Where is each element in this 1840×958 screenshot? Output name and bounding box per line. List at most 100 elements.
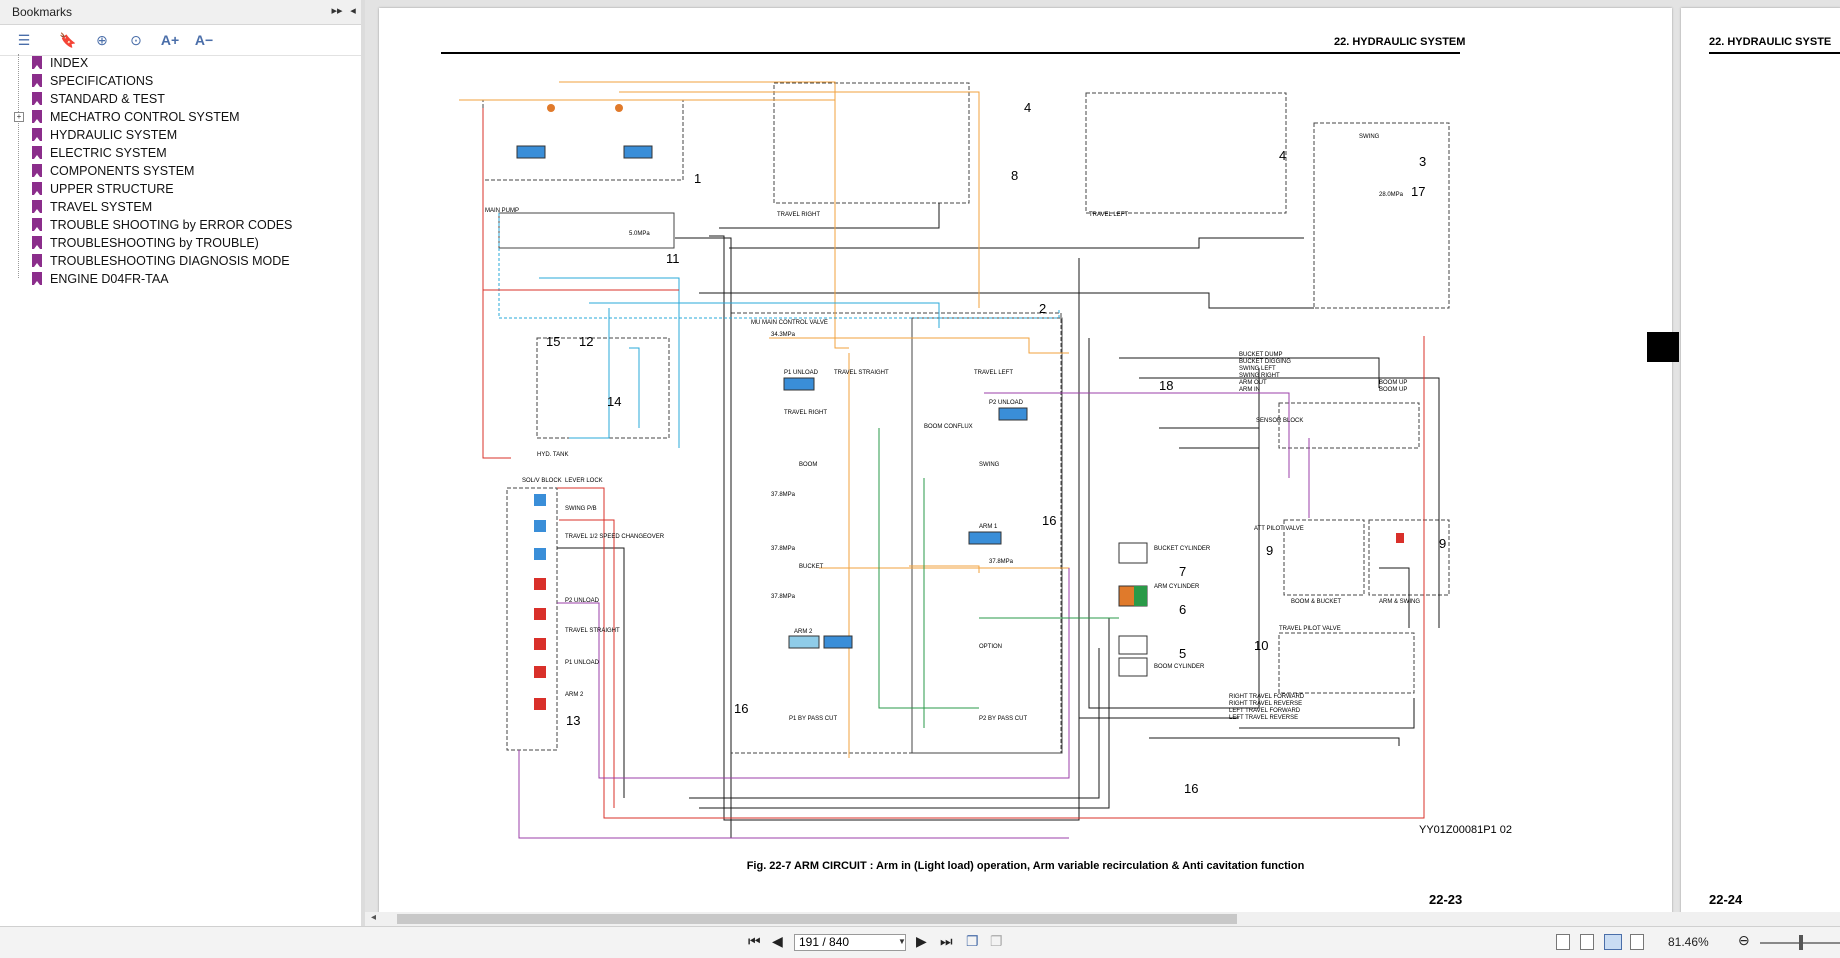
bookmark-icon[interactable]: 🔖 <box>59 32 77 48</box>
bookmarks-header: Bookmarks ▸▸ ◂ <box>0 0 361 25</box>
bookmark-item-diagnosis[interactable]: TROUBLESHOOTING DIAGNOSIS MODE <box>0 252 360 270</box>
bookmark-label: TRAVEL SYSTEM <box>50 200 153 214</box>
bookmark-item-error-codes[interactable]: TROUBLE SHOOTING by ERROR CODES <box>0 216 360 234</box>
continuous-facing-view-icon[interactable] <box>1630 934 1644 950</box>
sol-blue-1 <box>534 494 546 506</box>
callout-9a: 9 <box>1266 543 1273 558</box>
paste-page-icon[interactable]: ❐ <box>990 933 1003 949</box>
next-page-icon[interactable]: ▶ <box>916 933 927 949</box>
label-boom-v: BOOM <box>799 462 817 468</box>
arm2-spool <box>823 635 853 649</box>
find-bookmark-icon[interactable]: ⊙ <box>130 32 142 48</box>
bookmark-item-standard-test[interactable]: STANDARD & TEST <box>0 90 360 108</box>
expand-icon[interactable]: + <box>14 112 24 122</box>
page-dropdown-icon[interactable]: ▼ <box>898 937 906 946</box>
label-travel-lr: LEFT TRAVEL REVERSE <box>1229 715 1298 721</box>
last-page-icon[interactable]: ⏭ <box>940 933 953 949</box>
bookmark-item-components[interactable]: COMPONENTS SYSTEM <box>0 162 360 180</box>
label-pressure-6: 28.0MPa <box>1379 192 1404 198</box>
callout-13: 13 <box>566 713 580 728</box>
bookmark-label: HYDRAULIC SYSTEM <box>50 128 178 142</box>
label-boom-cyl: BOOM CYLINDER <box>1154 664 1205 670</box>
sol-red-1 <box>534 578 546 590</box>
decrease-text-icon[interactable]: A− <box>194 32 214 48</box>
label-att-pilot: ATT PILOT VALVE <box>1254 526 1304 532</box>
green-line-2 <box>878 428 979 709</box>
callout-15: 15 <box>546 334 560 349</box>
header-rule <box>441 52 1460 54</box>
increase-text-icon[interactable]: A+ <box>160 32 180 48</box>
bookmark-icon <box>32 110 42 123</box>
expand-panel-icon[interactable]: ▸▸ <box>331 5 343 17</box>
facing-view-icon[interactable] <box>1604 934 1622 950</box>
orange-line-4 <box>769 337 1069 354</box>
red-line-3 <box>557 487 1425 819</box>
main-pump-box <box>482 99 684 181</box>
arm2-spool-b <box>788 635 820 649</box>
add-bookmark-icon[interactable]: ⊕ <box>96 32 108 48</box>
swing-box <box>1313 122 1450 309</box>
status-bar: ⏮ ◀ ▼ ▶ ⏭ ❐ ❐ 81.46% ⊖ <box>0 926 1840 958</box>
callout-14: 14 <box>607 394 621 409</box>
bookmark-label: STANDARD & TEST <box>50 92 165 106</box>
bookmark-label: MECHATRO CONTROL SYSTEM <box>50 110 240 124</box>
callout-4a: 4 <box>1024 100 1031 115</box>
bookmark-item-electric[interactable]: ELECTRIC SYSTEM <box>0 144 360 162</box>
sol-blue-3 <box>534 548 546 560</box>
cyan-line-2 <box>539 277 680 448</box>
first-page-icon[interactable]: ⏮ <box>748 933 761 949</box>
bookmark-item-specifications[interactable]: SPECIFICATIONS <box>0 72 360 90</box>
cyan-line-4 <box>589 302 940 328</box>
orange-line-6 <box>819 567 1070 598</box>
label-travel-left-v: TRAVEL LEFT <box>974 370 1013 376</box>
zoom-slider-thumb[interactable] <box>1799 935 1803 950</box>
bookmark-item-upper-structure[interactable]: UPPER STRUCTURE <box>0 180 360 198</box>
label-pilot-bucket-dump: BUCKET DUMP <box>1239 352 1283 358</box>
options-icon[interactable]: ☰ <box>17 32 31 48</box>
label-boom-conflux: BOOM CONFLUX <box>924 424 973 430</box>
bookmark-item-engine[interactable]: ENGINE D04FR-TAA <box>0 270 360 288</box>
main-pump-spool-r <box>623 145 653 159</box>
collapse-panel-icon[interactable]: ◂ <box>350 5 356 17</box>
callout-16b: 16 <box>1042 513 1056 528</box>
arm-cylinder-green <box>1134 586 1147 606</box>
zoom-out-icon[interactable]: ⊖ <box>1738 932 1750 948</box>
bookmark-item-hydraulic[interactable]: HYDRAULIC SYSTEM <box>0 126 360 144</box>
horizontal-scrollbar[interactable]: ◂ <box>365 912 1840 926</box>
sol-red-4 <box>534 666 546 678</box>
travel-left-box <box>1085 92 1287 214</box>
page-number-input[interactable] <box>794 934 906 951</box>
bookmark-label: TROUBLESHOOTING by TROUBLE) <box>50 236 259 250</box>
label-travel-straight: TRAVEL STRAIGHT <box>834 370 889 376</box>
bookmark-icon <box>32 164 42 177</box>
bookmark-item-mechatro[interactable]: + MECHATRO CONTROL SYSTEM <box>0 108 360 126</box>
copy-page-icon[interactable]: ❐ <box>966 933 979 949</box>
bucket-cylinder <box>1118 542 1148 564</box>
label-main-pump: MAIN PUMP <box>485 208 519 214</box>
single-page-view-icon[interactable] <box>1556 934 1570 950</box>
bookmark-label: INDEX <box>50 56 89 70</box>
callout-10: 10 <box>1254 638 1268 653</box>
black-line-13 <box>689 648 1100 799</box>
callout-1: 1 <box>694 171 701 186</box>
continuous-view-icon[interactable] <box>1580 934 1594 950</box>
callout-9b: 9 <box>1439 536 1446 551</box>
section-tab <box>1647 332 1679 362</box>
se23-sensor <box>615 104 623 112</box>
bookmark-label: TROUBLE SHOOTING by ERROR CODES <box>50 218 293 232</box>
label-p1-unload: P1 UNLOAD <box>784 370 819 376</box>
scroll-left-icon[interactable]: ◂ <box>371 912 377 923</box>
bookmark-item-by-trouble[interactable]: TROUBLESHOOTING by TROUBLE) <box>0 234 360 252</box>
black-line-7 <box>1088 338 1260 709</box>
scrollbar-thumb[interactable] <box>397 914 1237 924</box>
prev-page-icon[interactable]: ◀ <box>772 933 783 949</box>
main-control-valve-box <box>730 312 1062 754</box>
panel-splitter[interactable] <box>361 0 365 957</box>
bookmark-item-travel[interactable]: TRAVEL SYSTEM <box>0 198 360 216</box>
label-travel-right: TRAVEL RIGHT <box>777 212 820 218</box>
zoom-level[interactable]: 81.46% <box>1668 935 1709 949</box>
callout-3: 3 <box>1419 154 1426 169</box>
bookmark-item-index[interactable]: INDEX <box>0 54 360 72</box>
black-line-1 <box>675 237 1069 839</box>
document-viewer[interactable]: 22. HYDRAULIC SYSTEM <box>365 0 1840 925</box>
